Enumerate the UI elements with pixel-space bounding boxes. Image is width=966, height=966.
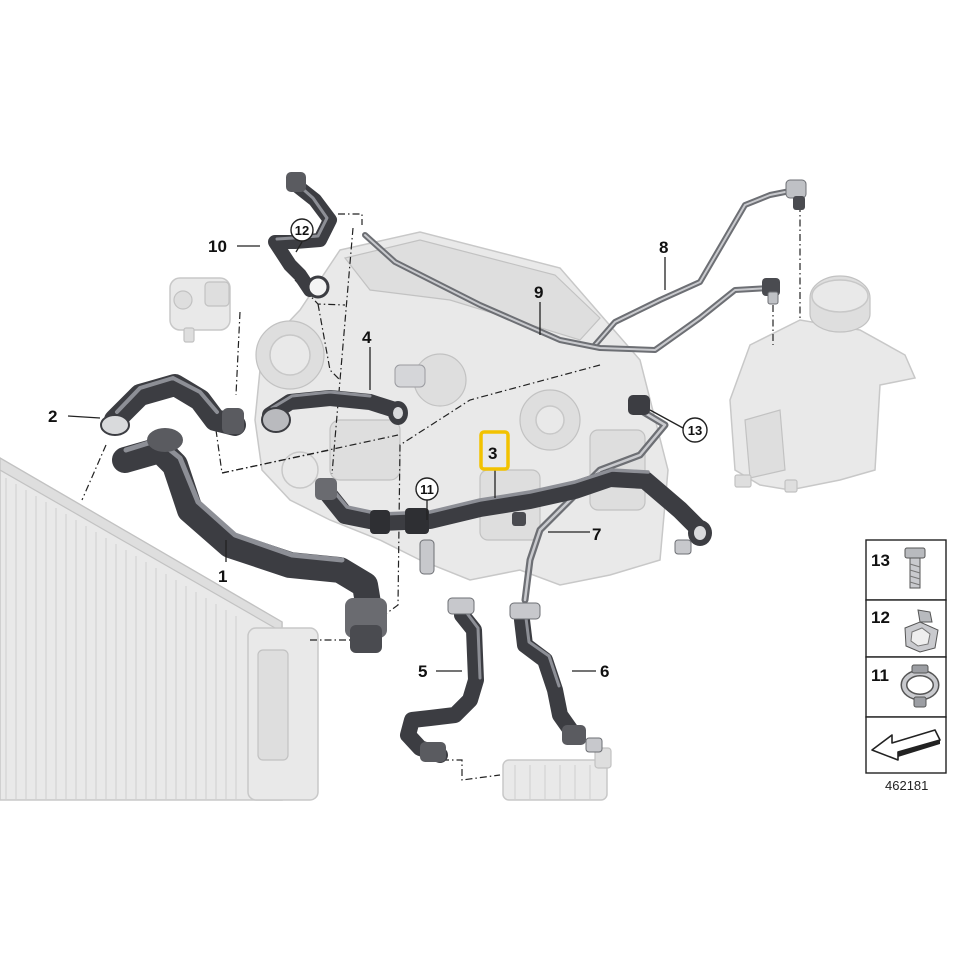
electric-pump bbox=[169, 277, 231, 343]
legend-item-13-number: 13 bbox=[871, 551, 890, 570]
thermostat-housing bbox=[394, 364, 426, 388]
callout-1: 1 bbox=[218, 567, 227, 586]
svg-text:12: 12 bbox=[295, 223, 309, 238]
radiator bbox=[0, 457, 319, 801]
legend-item-11-number: 11 bbox=[871, 666, 889, 685]
hose-4 bbox=[261, 390, 408, 433]
leader-lines bbox=[67, 241, 684, 672]
callout-8: 8 bbox=[659, 238, 668, 257]
auxiliary-unit bbox=[502, 747, 612, 801]
callout-13: 13 bbox=[682, 417, 708, 443]
clip-icon bbox=[904, 609, 939, 653]
hose-3 bbox=[315, 468, 712, 575]
hose-clamp-icon bbox=[900, 664, 940, 708]
callout-7: 7 bbox=[592, 525, 601, 544]
svg-text:11: 11 bbox=[420, 482, 434, 497]
pipe-8 bbox=[592, 179, 807, 348]
parts-legend: 13 12 11 bbox=[865, 539, 947, 774]
diagram-id: 462181 bbox=[885, 778, 929, 793]
callout-10: 10 bbox=[208, 237, 227, 256]
expansion-tank bbox=[729, 275, 917, 493]
svg-text:13: 13 bbox=[688, 423, 702, 438]
bolt-icon bbox=[904, 547, 926, 589]
callout-4: 4 bbox=[362, 328, 372, 347]
callout-labels: 1 2 3 4 5 6 7 8 9 10 11 12 13 bbox=[48, 218, 708, 681]
legend-item-12-number: 12 bbox=[871, 608, 890, 627]
callout-9: 9 bbox=[534, 283, 543, 302]
hose-10 bbox=[268, 172, 337, 299]
callout-3: 3 bbox=[488, 444, 497, 463]
hose-6 bbox=[509, 602, 603, 753]
hose-1 bbox=[112, 428, 387, 653]
callout-3-highlight bbox=[479, 430, 510, 471]
arrow-icon bbox=[871, 729, 941, 761]
callout-12: 12 bbox=[290, 218, 314, 242]
hose-5 bbox=[400, 597, 484, 763]
pipe-9 bbox=[362, 232, 780, 353]
callout-11: 11 bbox=[415, 477, 439, 501]
callout-6: 6 bbox=[600, 662, 609, 681]
callout-5: 5 bbox=[418, 662, 427, 681]
callout-2: 2 bbox=[48, 407, 57, 426]
hose-2 bbox=[100, 374, 246, 436]
